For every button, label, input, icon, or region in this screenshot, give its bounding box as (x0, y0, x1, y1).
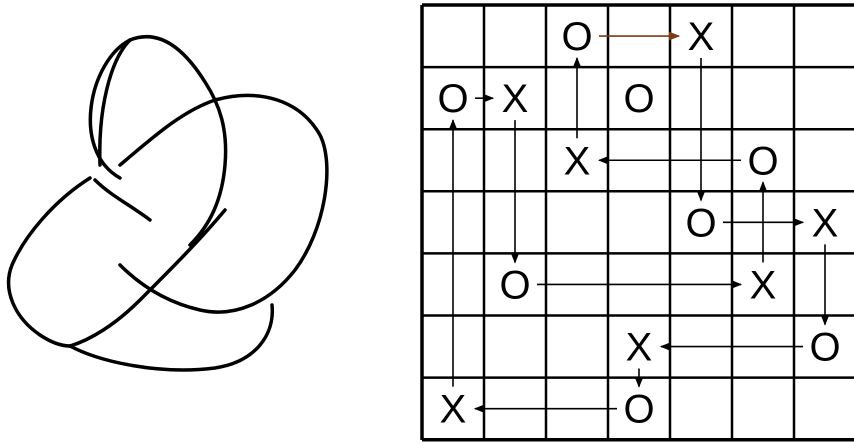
knot-diagram (9, 37, 327, 370)
knot-strand-bottom-lobe (70, 305, 272, 370)
grid-x-marker: X (812, 201, 839, 245)
grid-o-marker: O (623, 77, 654, 121)
knot-strand-outer-lobe (90, 37, 225, 245)
grid-x-marker: X (502, 77, 529, 121)
grid-o-marker: O (685, 201, 716, 245)
grid-o-marker: O (809, 326, 840, 370)
knot-strand-inner-loop (100, 40, 130, 165)
grid-x-marker: X (750, 263, 777, 307)
grid-x-marker: X (564, 139, 591, 183)
grid-o-marker: O (747, 139, 778, 183)
knot-strand-lower-left (9, 178, 90, 346)
grid-o-marker: O (623, 388, 654, 432)
grid-o-marker: O (561, 15, 592, 59)
grid-o-marker: O (437, 77, 468, 121)
grid-x-marker: X (440, 388, 467, 432)
grid-x-marker: X (688, 15, 715, 59)
knot-strand-back (95, 180, 150, 220)
grid-x-marker: X (626, 326, 653, 370)
grid-o-marker: O (499, 263, 530, 307)
